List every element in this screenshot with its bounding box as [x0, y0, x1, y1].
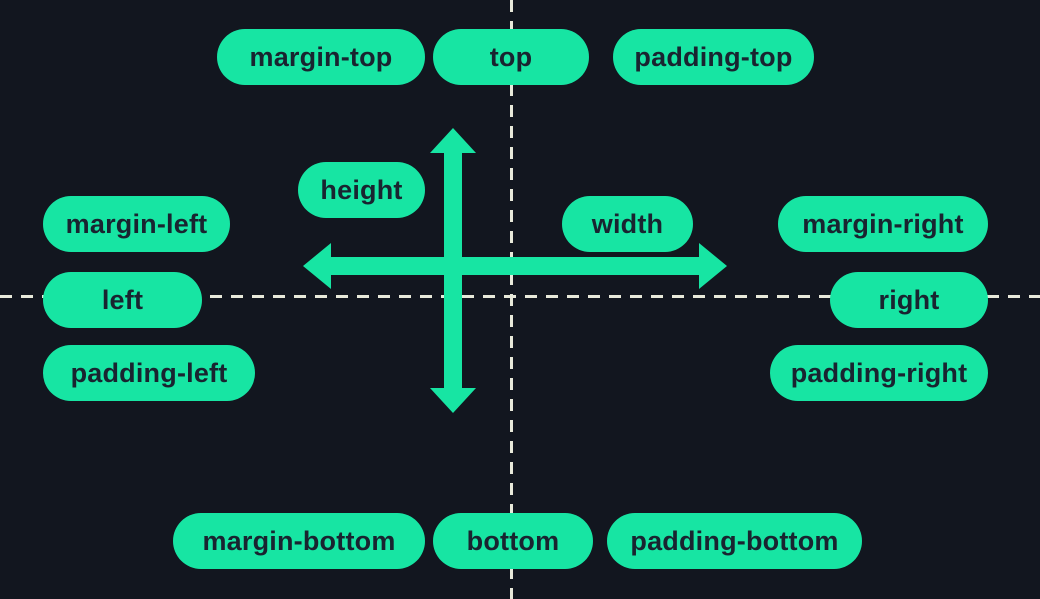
pill-right: right — [830, 272, 988, 328]
pill-padding-right: padding-right — [770, 345, 988, 401]
pill-left: left — [43, 272, 202, 328]
pill-margin-right: margin-right — [778, 196, 988, 252]
pill-padding-bottom: padding-bottom — [607, 513, 862, 569]
pill-height: height — [298, 162, 425, 218]
pill-top: top — [433, 29, 589, 85]
height-axis-arrow-icon — [430, 128, 476, 413]
pill-margin-top: margin-top — [217, 29, 425, 85]
pill-padding-left: padding-left — [43, 345, 255, 401]
pill-bottom: bottom — [433, 513, 593, 569]
pill-margin-left: margin-left — [43, 196, 230, 252]
horizontal-axis-dashed-line — [0, 295, 1040, 298]
pill-padding-top: padding-top — [613, 29, 814, 85]
pill-margin-bottom: margin-bottom — [173, 513, 425, 569]
vertical-axis-dashed-line — [510, 0, 513, 599]
pill-width: width — [562, 196, 693, 252]
